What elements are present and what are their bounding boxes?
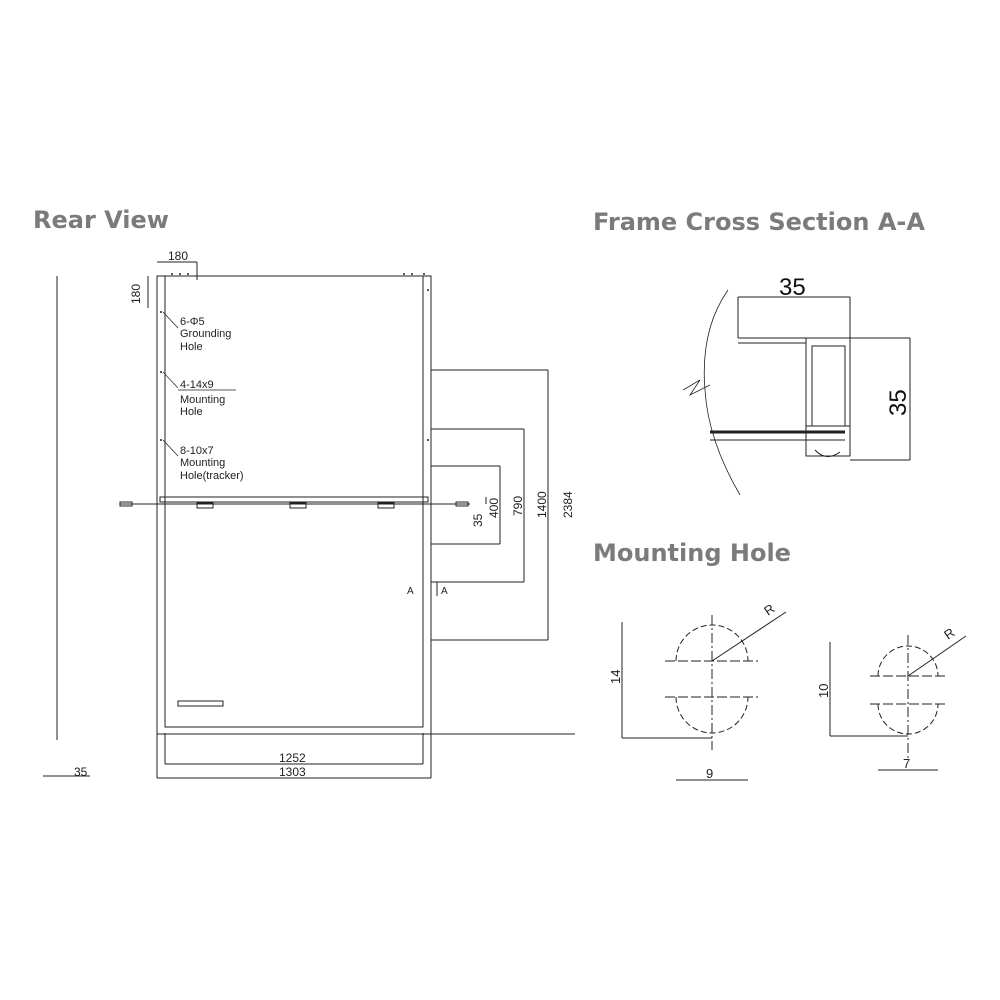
dim-790: 790 bbox=[511, 496, 525, 516]
hole1-height-label: 14 bbox=[608, 670, 623, 684]
dim-1252: 1252 bbox=[279, 751, 306, 765]
mounting-hole-heading: Mounting Hole bbox=[593, 539, 791, 567]
section-width-label: 35 bbox=[779, 274, 806, 301]
mounting-hole-label-1: 4-14x9 bbox=[180, 379, 214, 391]
dim-35-left: 35 bbox=[74, 765, 88, 779]
hole2-height-label: 10 bbox=[816, 684, 831, 698]
section-mark-right: A bbox=[441, 586, 448, 597]
mounting-hole-label-3: Hole bbox=[180, 406, 203, 418]
junction-box bbox=[177, 700, 224, 707]
tracker-hole-label-2: Mounting bbox=[180, 457, 225, 469]
rear-view-heading: Rear View bbox=[33, 206, 169, 234]
hole1-radius-label: R bbox=[761, 601, 777, 619]
hole1-width-label: 9 bbox=[706, 766, 713, 781]
tracker-hole-label-3: Hole(tracker) bbox=[180, 470, 244, 482]
dim-400: 400 bbox=[487, 498, 501, 518]
tracker-hole-label-1: 8-10x7 bbox=[180, 445, 214, 457]
hole2-width-label: 7 bbox=[903, 756, 910, 771]
dim-35-vertical: 35 bbox=[471, 513, 485, 527]
dim-2384: 2384 bbox=[561, 491, 575, 518]
grounding-hole-label-3: Hole bbox=[180, 341, 203, 353]
dim-1400: 1400 bbox=[535, 491, 549, 518]
hole1-top-arc bbox=[675, 624, 749, 662]
section-mark-left: A bbox=[407, 586, 414, 597]
mounting-hole-label-2: Mounting bbox=[180, 394, 225, 406]
tracker-beam bbox=[159, 496, 429, 503]
break-line-left bbox=[703, 289, 741, 496]
dim-1303: 1303 bbox=[279, 765, 306, 779]
grounding-hole-label-2: Grounding bbox=[180, 328, 231, 340]
frame-cross-section-heading: Frame Cross Section A-A bbox=[593, 208, 925, 236]
section-height-label: 35 bbox=[885, 389, 912, 416]
hole2-top-arc bbox=[877, 645, 939, 677]
grounding-hole-label-1: 6-Φ5 bbox=[180, 316, 205, 328]
dim-180-top: 180 bbox=[168, 249, 188, 263]
dim-180-side: 180 bbox=[129, 284, 143, 304]
frame-profile-outer bbox=[805, 337, 851, 457]
hole2-radius-label: R bbox=[941, 625, 957, 643]
